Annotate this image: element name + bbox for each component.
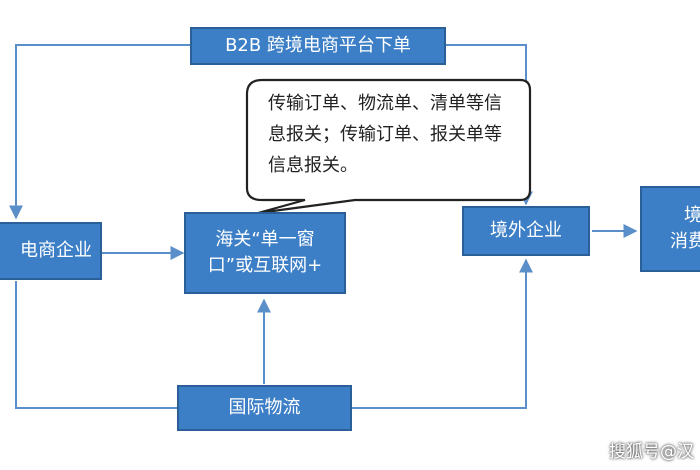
node-consumer-line1: 境 <box>684 205 700 226</box>
node-international-logistics: 国际物流 <box>177 385 352 431</box>
node-b2b-platform: B2B 跨境电商平台下单 <box>190 27 446 65</box>
edge-logistics-to-overseas <box>352 258 533 409</box>
node-customs-line1: 海关“单一窗 <box>215 229 315 250</box>
node-customs: 海关“单一窗 口”或互联网+ <box>184 212 346 294</box>
callout-bubble <box>245 78 532 215</box>
edge-ecommerce-to-logistics <box>15 281 178 409</box>
callout-text: 传输订单、物流单、清单等信息报关；传输订单、报关单等信息报关。 <box>268 93 502 176</box>
node-ecommerce-label: 电商企业 <box>20 240 92 261</box>
watermark: 搜狐号@汉 <box>609 442 694 462</box>
node-b2b-label: B2B 跨境电商平台下单 <box>225 35 411 56</box>
node-consumer-line2: 消费 <box>670 231 700 252</box>
node-ecommerce-enterprise: 电商企业 <box>0 222 102 280</box>
node-logistics-label: 国际物流 <box>228 397 301 418</box>
node-customs-line2: 口”或互联网+ <box>207 255 323 276</box>
edge-b2b-to-ecommerce <box>9 44 190 220</box>
node-overseas-consumer: 境 消费 <box>640 186 700 272</box>
node-overseas-label: 境外企业 <box>490 220 562 241</box>
node-overseas-enterprise: 境外企业 <box>462 206 590 256</box>
